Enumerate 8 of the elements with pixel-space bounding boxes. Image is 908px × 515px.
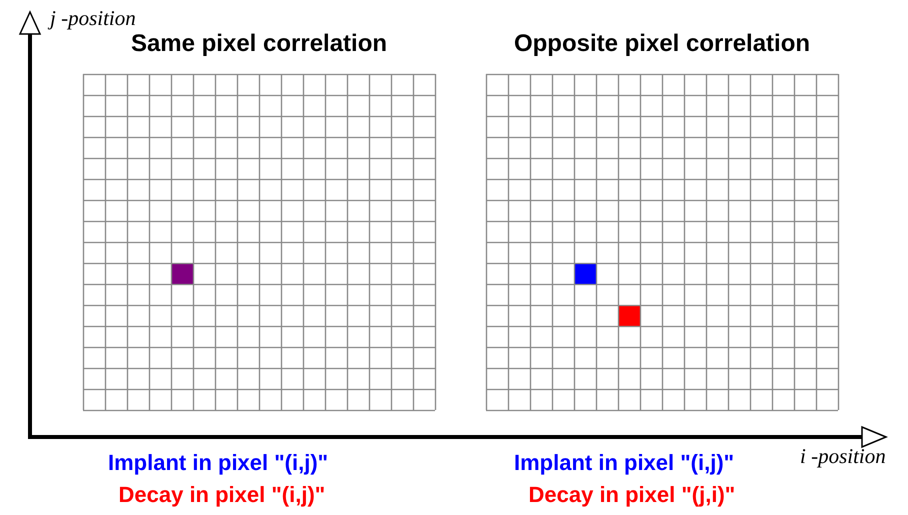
axis-label: j -position	[50, 6, 136, 31]
implant-label: Implant in pixel "(i,j)"	[108, 450, 328, 476]
panel-title: Same pixel correlation	[130, 30, 388, 58]
decay-label: Decay in pixel "(i,j)"	[118, 482, 326, 508]
panel-title: Opposite pixel correlation	[512, 30, 812, 58]
decay-label: Decay in pixel "(j,i)"	[528, 482, 736, 508]
axis-label: i -position	[800, 444, 886, 469]
implant-label: Implant in pixel "(i,j)"	[514, 450, 734, 476]
